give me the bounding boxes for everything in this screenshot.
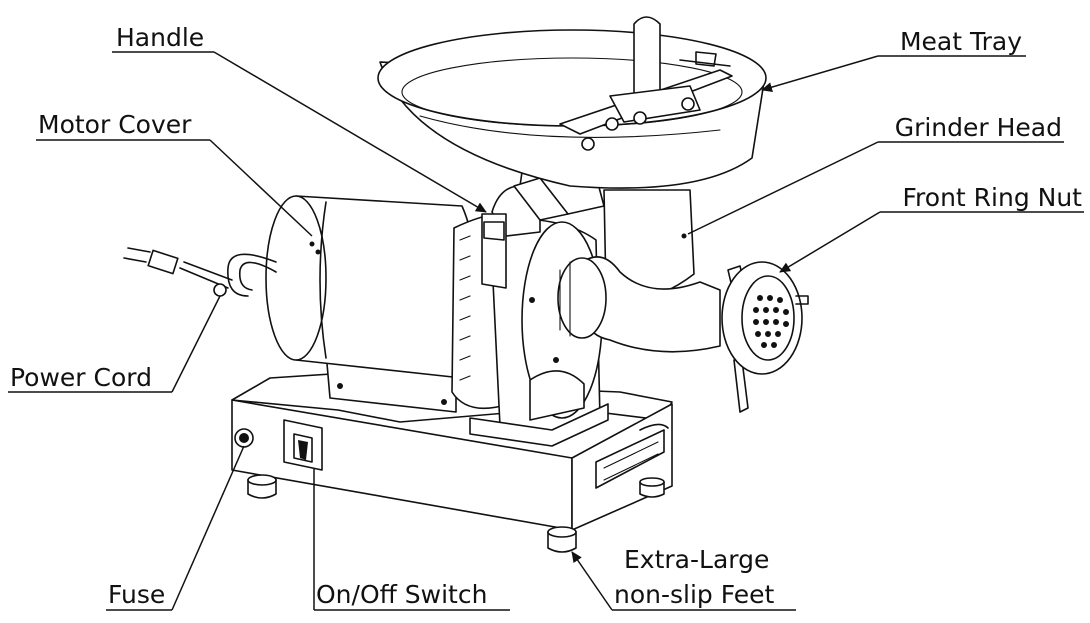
leader-lines bbox=[8, 51, 1084, 611]
label-feet-line1: Extra-Large bbox=[624, 545, 769, 574]
label-handle: Handle bbox=[116, 23, 204, 52]
label-motor-cover: Motor Cover bbox=[38, 110, 192, 139]
motor-cover bbox=[265, 195, 477, 379]
label-front-ring-nut: Front Ring Nut bbox=[902, 183, 1082, 212]
fuse-knob bbox=[234, 428, 254, 448]
meat-tray bbox=[377, 16, 767, 189]
front-ring-nut bbox=[721, 261, 809, 413]
on-off-switch bbox=[283, 419, 323, 471]
grinder-head bbox=[557, 189, 721, 353]
feet bbox=[247, 474, 665, 553]
label-grinder-head: Grinder Head bbox=[895, 113, 1062, 142]
power-cord bbox=[123, 247, 277, 297]
label-on-off-switch: On/Off Switch bbox=[316, 580, 487, 609]
label-meat-tray: Meat Tray bbox=[900, 27, 1022, 56]
labels: Handle Meat Tray Motor Cover Grinder Hea… bbox=[10, 23, 1082, 609]
label-power-cord: Power Cord bbox=[10, 363, 152, 392]
meat-grinder-illustration bbox=[123, 16, 809, 553]
label-fuse: Fuse bbox=[108, 580, 165, 609]
label-feet-line2: non-slip Feet bbox=[614, 580, 775, 609]
